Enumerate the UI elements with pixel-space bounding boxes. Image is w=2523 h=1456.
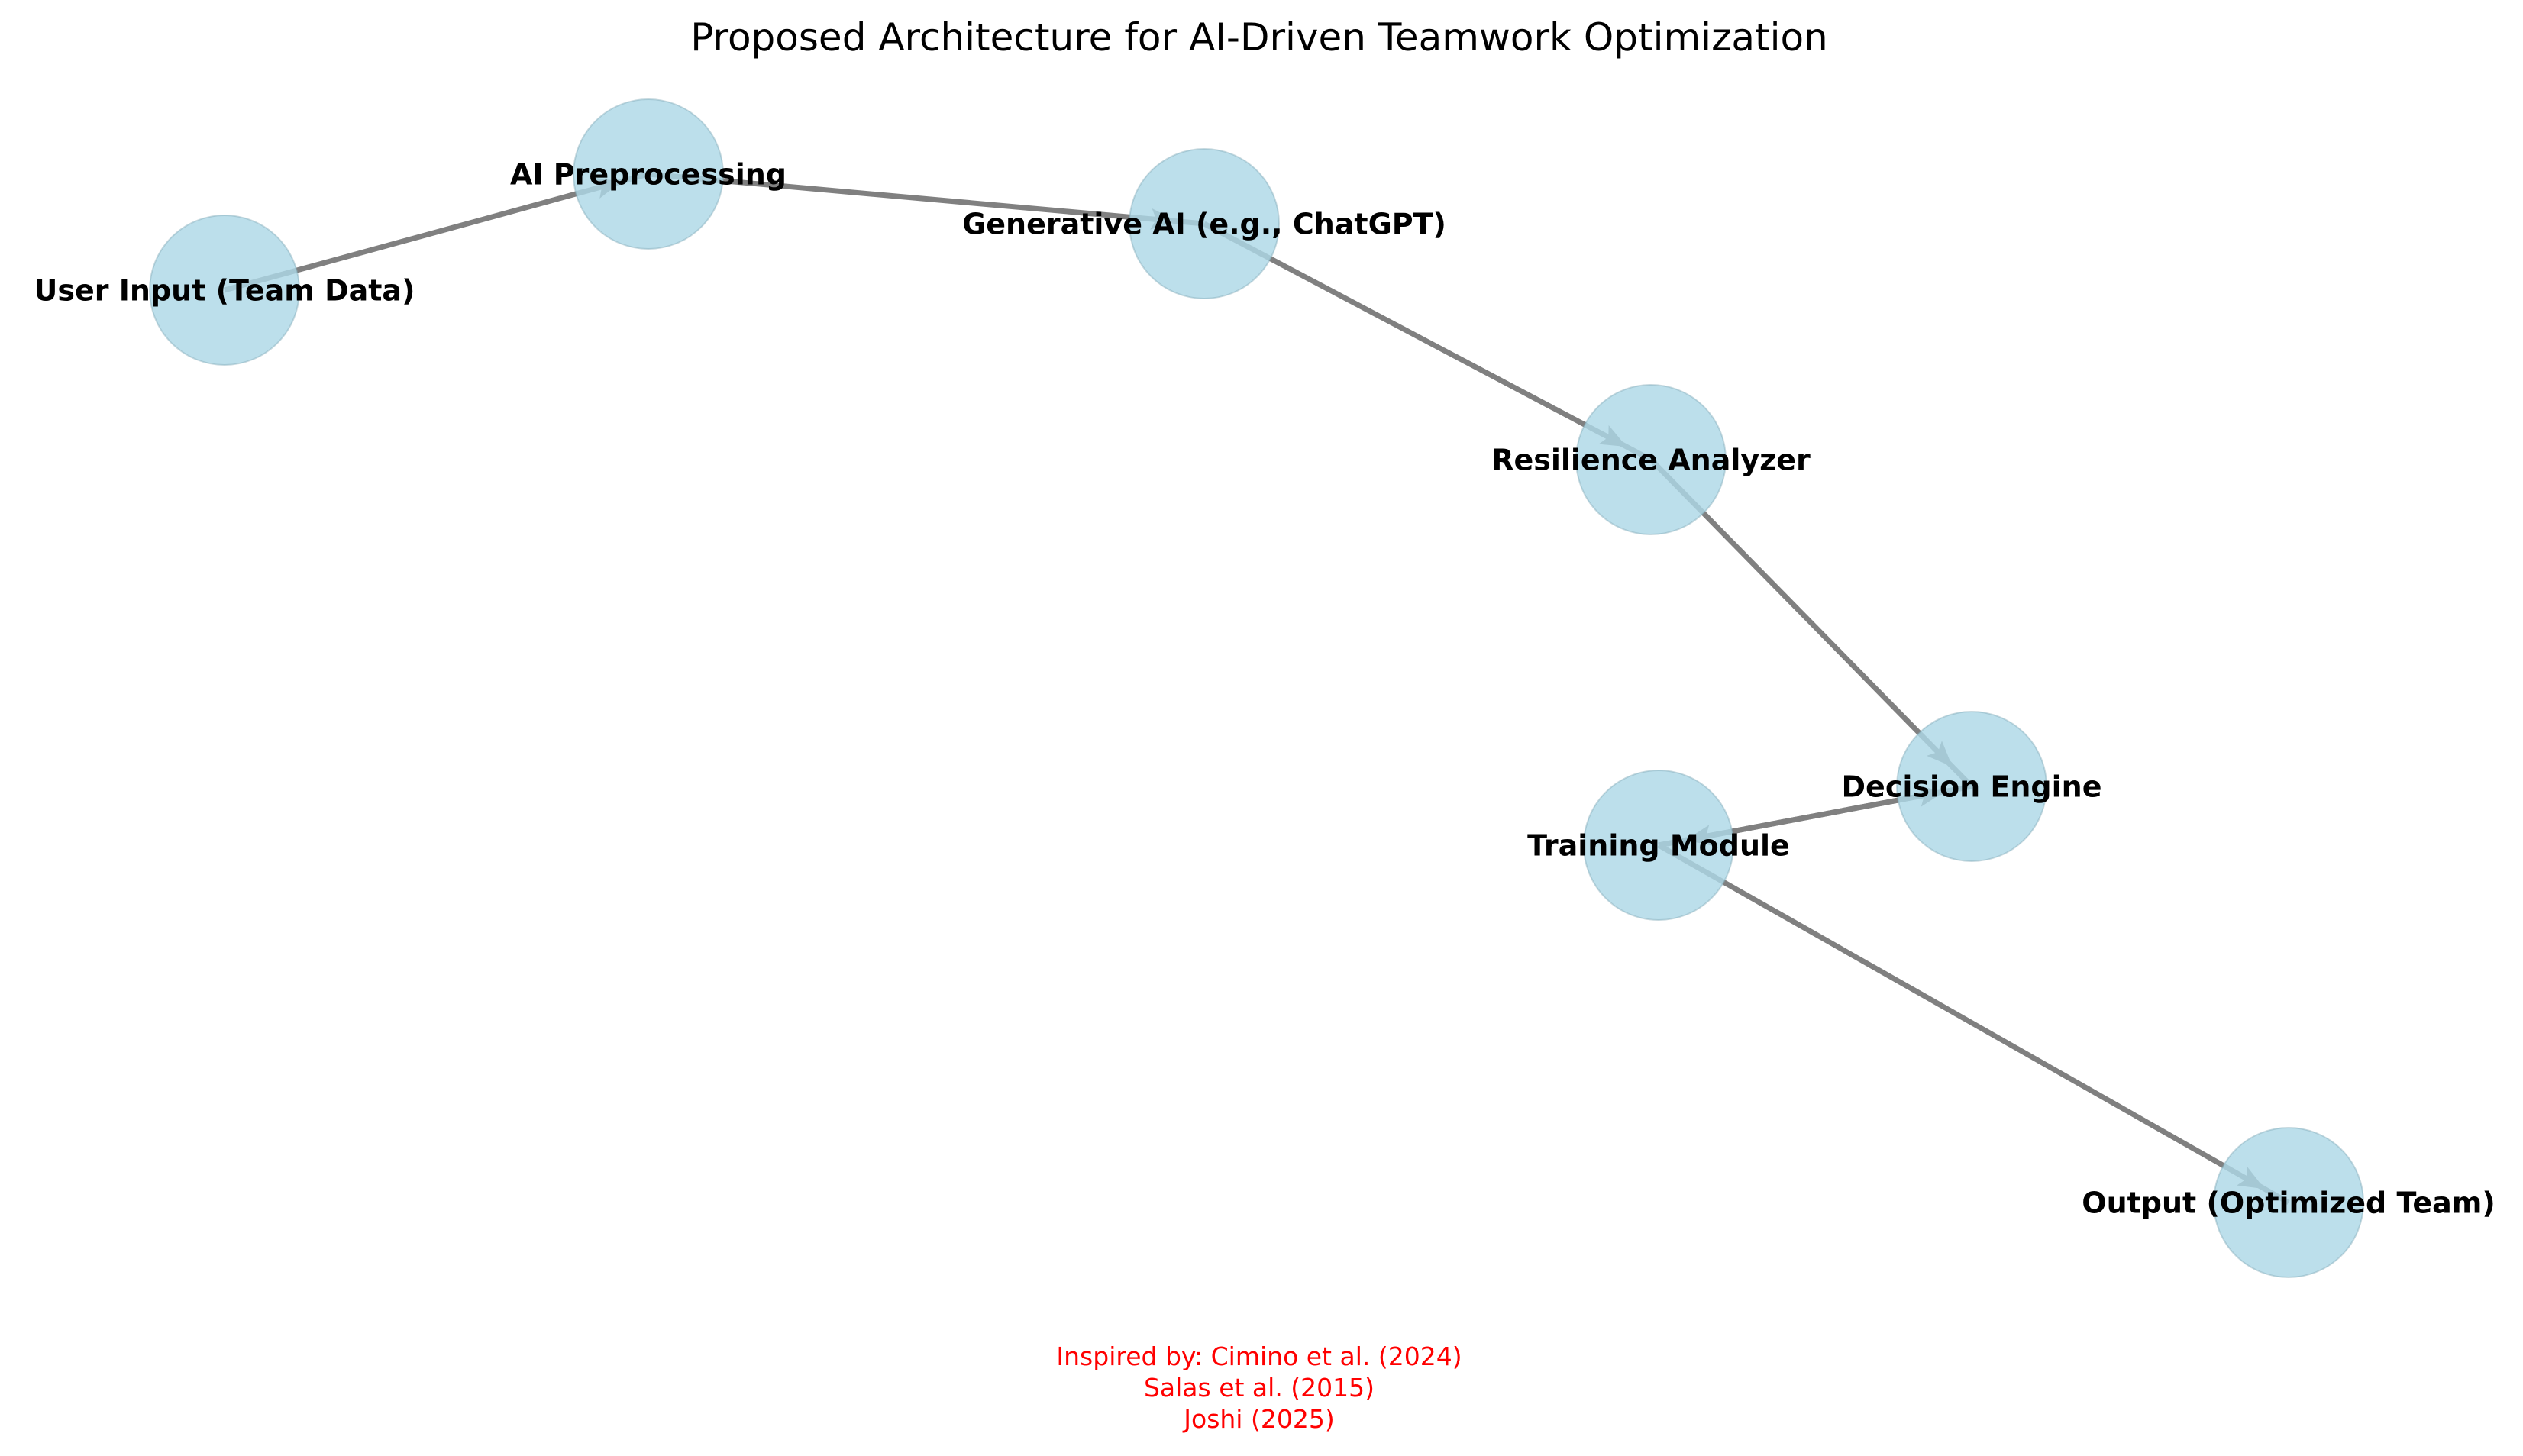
node-generative_ai [1129, 148, 1280, 299]
node-resilience_analyzer [1575, 384, 1727, 535]
node-user_input [149, 215, 300, 366]
arrowheads-layer [593, 177, 2265, 1190]
figure-title: Proposed Architecture for AI-Driven Team… [690, 15, 1828, 60]
labels-layer: User Input (Team Data) AI PreprocessingGe… [34, 157, 2496, 1219]
edge-training_module-to-output [1657, 842, 2290, 1206]
caption-line-1: Inspired by: Cimino et al. (2024) [1056, 1341, 1462, 1371]
node-label-user_input: User Input (Team Data) [34, 273, 415, 307]
caption-line-2: Salas et al. (2015) [1144, 1373, 1375, 1403]
edge-resilience_analyzer-to-decision_engine [1649, 457, 1974, 789]
nodes-layer [149, 98, 2364, 1278]
node-label-resilience_analyzer: Resilience Analyzer [1491, 443, 1811, 476]
edge-ai_preprocessing-to-generative_ai [648, 171, 1205, 227]
node-label-output: Output (Optimized Team) [2082, 1186, 2495, 1219]
node-label-decision_engine: Decision Engine [1842, 770, 2102, 803]
node-output [2213, 1127, 2364, 1278]
node-label-ai_preprocessing: AI Preprocessing [510, 157, 787, 191]
node-training_module [1583, 770, 1734, 921]
node-label-training_module: Training Module [1527, 828, 1790, 862]
node-decision_engine [1896, 711, 2047, 862]
node-label-generative_ai: Generative AI (e.g., ChatGPT) [962, 207, 1446, 241]
caption-line-3: Joshi (2025) [1182, 1404, 1334, 1434]
edges-layer [224, 171, 2290, 1206]
edge-generative_ai-to-resilience_analyzer [1203, 221, 1652, 463]
caption: Inspired by: Cimino et al. (2024) Salas … [1056, 1341, 1462, 1434]
node-ai_preprocessing [573, 98, 724, 250]
